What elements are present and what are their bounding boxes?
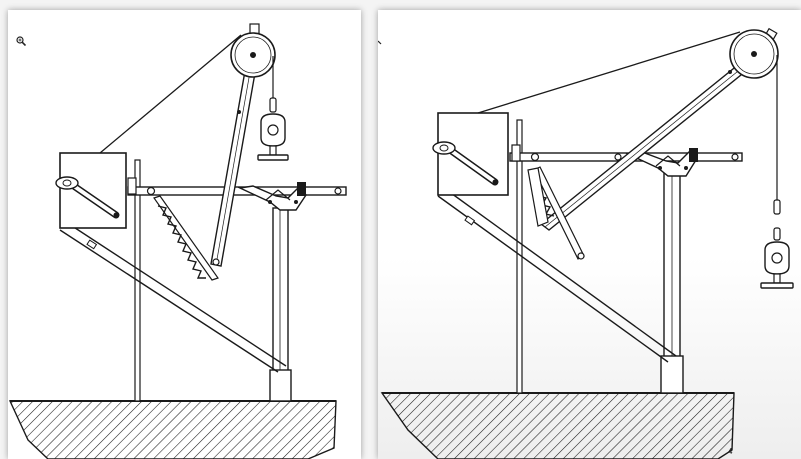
diagonal-brace-inner bbox=[65, 221, 287, 367]
inclined-jib bbox=[539, 51, 764, 231]
boom-clamp bbox=[237, 182, 307, 211]
main-cable bbox=[99, 34, 242, 154]
inclined-jib bbox=[210, 53, 259, 267]
diagonal-brace-outer bbox=[437, 195, 669, 363]
main-cable bbox=[477, 31, 741, 114]
diagonal-brace-inner bbox=[443, 187, 677, 357]
crank-handle bbox=[432, 141, 499, 186]
corner-mark: 4 bbox=[728, 447, 733, 456]
top-pulley bbox=[230, 23, 276, 78]
column-base bbox=[269, 369, 292, 402]
sawtooth-strut bbox=[153, 195, 219, 281]
ground-hatch bbox=[8, 400, 337, 459]
horizontal-boom bbox=[127, 186, 347, 196]
boom-clamp bbox=[625, 148, 698, 177]
crane-diagram-right: 4 bbox=[380, 27, 794, 459]
crane-diagram-left bbox=[8, 23, 347, 459]
zoom-in-icon-glyph bbox=[378, 40, 382, 45]
diagonal-brace-outer bbox=[59, 229, 279, 373]
column-base bbox=[660, 355, 684, 394]
zoom-in-icon-glyph bbox=[16, 36, 26, 46]
hanging-weight bbox=[760, 241, 794, 289]
crank-handle bbox=[55, 176, 120, 219]
drawing-panel-right: 4 bbox=[378, 10, 801, 459]
cable-hook bbox=[269, 97, 277, 113]
control-box bbox=[437, 112, 509, 196]
zoom-in-icon[interactable] bbox=[16, 36, 28, 48]
top-pulley bbox=[729, 27, 779, 79]
support-column bbox=[272, 207, 289, 379]
drawing-panel-left bbox=[8, 10, 361, 459]
ground-hatch bbox=[380, 392, 735, 459]
hanging-weight bbox=[257, 113, 289, 161]
cable-hook bbox=[773, 199, 781, 215]
zoom-in-icon[interactable] bbox=[378, 40, 389, 52]
sawtooth-strut bbox=[527, 166, 585, 260]
